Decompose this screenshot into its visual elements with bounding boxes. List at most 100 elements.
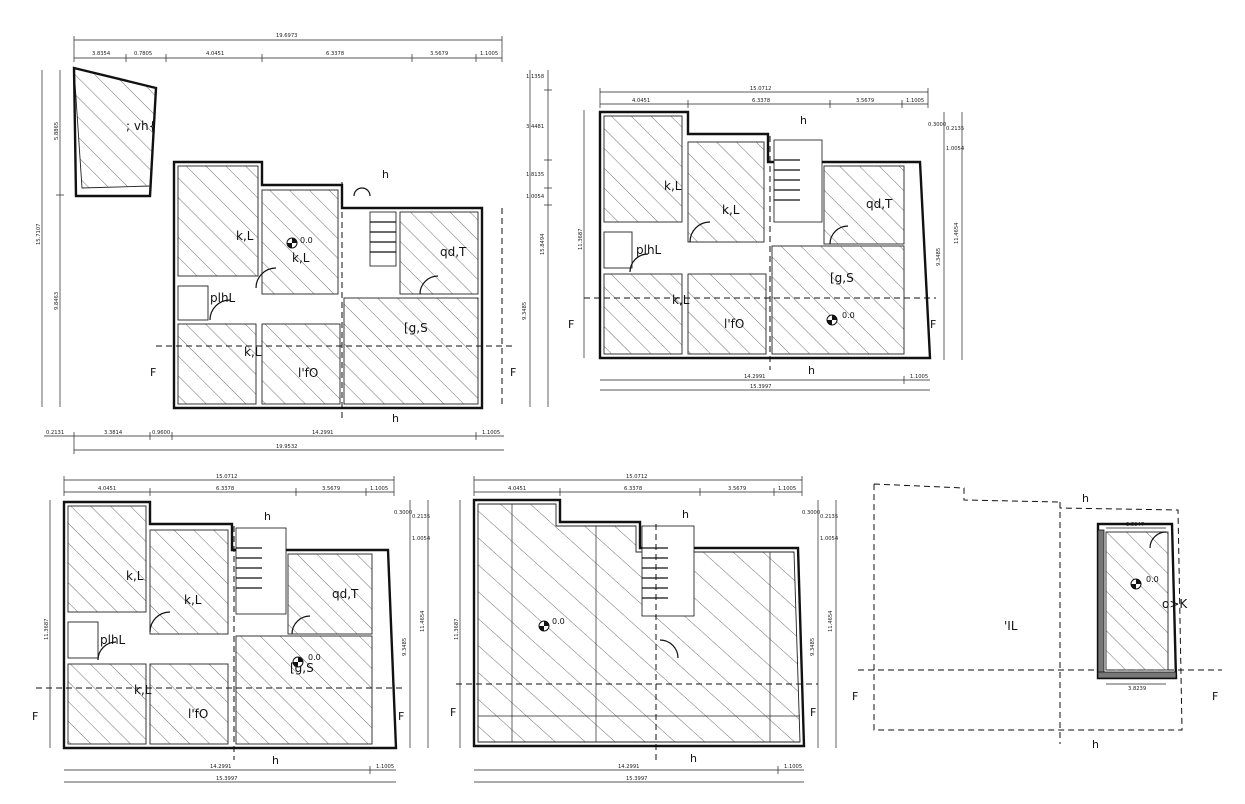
svg-text:1.1005: 1.1005 [480,51,498,57]
svg-text:0.2135: 0.2135 [412,514,430,520]
svg-text:4.0451: 4.0451 [98,486,116,492]
svg-text:o>K: o>K [1162,597,1188,611]
plan-3-dims-right: 0.3000 0.2135 1.0054 11.4654 9.3485 [394,500,431,748]
svg-text:15.3997: 15.3997 [216,776,237,782]
svg-text:9.8463: 9.8463 [54,292,60,310]
plan-4-dims-top: 15.0712 4.0451 6.3378 3.5679 1.1005 [473,474,803,496]
svg-text:plhL: plhL [210,291,236,305]
plan-1-dim-total-width: 19.6973 [276,33,297,39]
svg-text:3.5947: 3.5947 [1126,522,1144,528]
svg-text:0.0: 0.0 [1146,575,1159,584]
svg-text:qd,T: qd,T [440,245,467,259]
svg-text:3.8239: 3.8239 [1128,686,1146,692]
svg-text:1.0054: 1.0054 [946,146,965,152]
svg-text:k,L: k,L [292,251,310,265]
svg-text:1.1005: 1.1005 [906,98,924,104]
svg-text:plhL: plhL [636,243,662,257]
plan-2-dims-left: 11.3687 [578,110,585,358]
svg-text:0.3000: 0.3000 [802,510,820,516]
svg-text:11.4654: 11.4654 [828,610,834,632]
svg-text:3.3814: 3.3814 [104,430,123,436]
svg-text:k,L: k,L [672,293,690,307]
plan-3-elevation-marker: 0.0 [292,653,321,668]
plan-2-dims-bottom: 14.2991 1.1005 15.3997 [600,374,930,391]
svg-text:qd,T: qd,T [866,197,893,211]
svg-text:14.2991: 14.2991 [744,374,765,380]
plan-4: 15.0712 4.0451 6.3378 3.5679 1.1005 11.3… [450,474,839,783]
plan-1-dims-left: 5.8865 15.7107 9.8463 [36,70,64,407]
svg-text:4.0451: 4.0451 [632,98,650,104]
plan-2: 15.0712 4.0451 6.3378 3.5679 1.1005 11.3… [568,86,965,391]
plan-4-dims-left: 11.3687 [454,500,461,748]
svg-text:k,L: k,L [184,593,202,607]
svg-text:0.9600: 0.9600 [152,430,170,436]
svg-text:3.5679: 3.5679 [322,486,340,492]
svg-text:1.1005: 1.1005 [910,374,928,380]
svg-text:F: F [510,366,516,379]
svg-text:h: h [264,510,271,523]
svg-text:1.0054: 1.0054 [820,536,839,542]
svg-text:F: F [450,706,456,719]
svg-text:[g,S: [g,S [830,271,854,285]
svg-text:4.0451: 4.0451 [508,486,526,492]
svg-text:1.1005: 1.1005 [784,764,802,770]
plan-5: 3.5947 3.8239 'IL o>K 0.0 h h F F [852,483,1222,751]
svg-text:h: h [682,508,689,521]
svg-text:15.0712: 15.0712 [626,474,647,480]
plan-2-dims-right: 0.3000 0.2135 1.0054 11.4654 9.3485 [928,112,965,360]
svg-text:k,L: k,L [664,179,682,193]
svg-text:l'fO: l'fO [188,707,208,721]
svg-text:k,L: k,L [722,203,740,217]
svg-text:h: h [808,364,815,377]
svg-text:h: h [800,114,807,127]
plan-1-dims-right: 1.1358 3.4481 1.8135 1.0054 15.8494 9.34… [522,70,552,407]
svg-text:plhL: plhL [100,633,126,647]
svg-text:1.1358: 1.1358 [526,74,544,80]
plan-1: 19.6973 3.8354 0.7805 4.0451 6.3378 3.56… [36,33,552,454]
plan-4-dims-right: 0.3000 0.2135 1.0054 11.4654 9.3485 [802,500,839,748]
svg-text:k,L: k,L [236,229,254,243]
svg-text:3.5679: 3.5679 [430,51,448,57]
svg-text:3.5679: 3.5679 [728,486,746,492]
plan-1-dims-top: 19.6973 3.8354 0.7805 4.0451 6.3378 3.56… [73,33,503,62]
svg-text:9.3485: 9.3485 [936,248,942,266]
svg-text:l'fO: l'fO [724,317,744,331]
svg-text:9.3485: 9.3485 [522,302,528,320]
svg-text:0.2135: 0.2135 [946,126,964,132]
svg-text:3.8354: 3.8354 [92,51,111,57]
svg-text:F: F [1212,690,1218,703]
plan-5-elevation-marker: 0.0 [1130,575,1159,590]
svg-text:5.8865: 5.8865 [54,122,60,140]
svg-text:F: F [810,706,816,719]
svg-text:15.3997: 15.3997 [750,384,771,390]
svg-text:3.5679: 3.5679 [856,98,874,104]
svg-text:F: F [852,690,858,703]
svg-text:F: F [568,318,574,331]
plan-4-dims-bottom: 14.2991 1.1005 15.3997 [474,764,804,783]
plan-1-room-label: ; vh{ [126,119,156,133]
plan-4-elevation-marker: 0.0 [538,617,565,632]
svg-text:F: F [32,710,38,723]
svg-text:k,L: k,L [134,683,152,697]
plan-3-dims-left: 11.3687 [44,500,51,748]
svg-text:11.3687: 11.3687 [578,229,584,250]
svg-text:14.2991: 14.2991 [618,764,639,770]
svg-text:15.7107: 15.7107 [36,224,42,245]
svg-text:0.0: 0.0 [300,236,313,245]
svg-text:15.0712: 15.0712 [216,474,237,480]
svg-text:0.3000: 0.3000 [394,510,412,516]
svg-text:14.2991: 14.2991 [312,430,333,436]
svg-text:F: F [930,318,936,331]
svg-text:0.2135: 0.2135 [820,514,838,520]
svg-text:9.3485: 9.3485 [810,638,816,656]
svg-text:k,L: k,L [126,569,144,583]
svg-text:19.9532: 19.9532 [276,444,297,450]
plan-1-dims-bottom: 0.2131 3.3814 0.9600 14.2991 1.1005 19.9… [44,430,504,454]
svg-text:4.0451: 4.0451 [206,51,224,57]
svg-text:1.8135: 1.8135 [526,172,544,178]
svg-text:1.1005: 1.1005 [482,430,500,436]
svg-text:k,L: k,L [244,345,262,359]
svg-text:11.3687: 11.3687 [44,619,50,640]
plan-3-dims-top: 15.0712 4.0451 6.3378 3.5679 1.1005 [63,474,395,496]
